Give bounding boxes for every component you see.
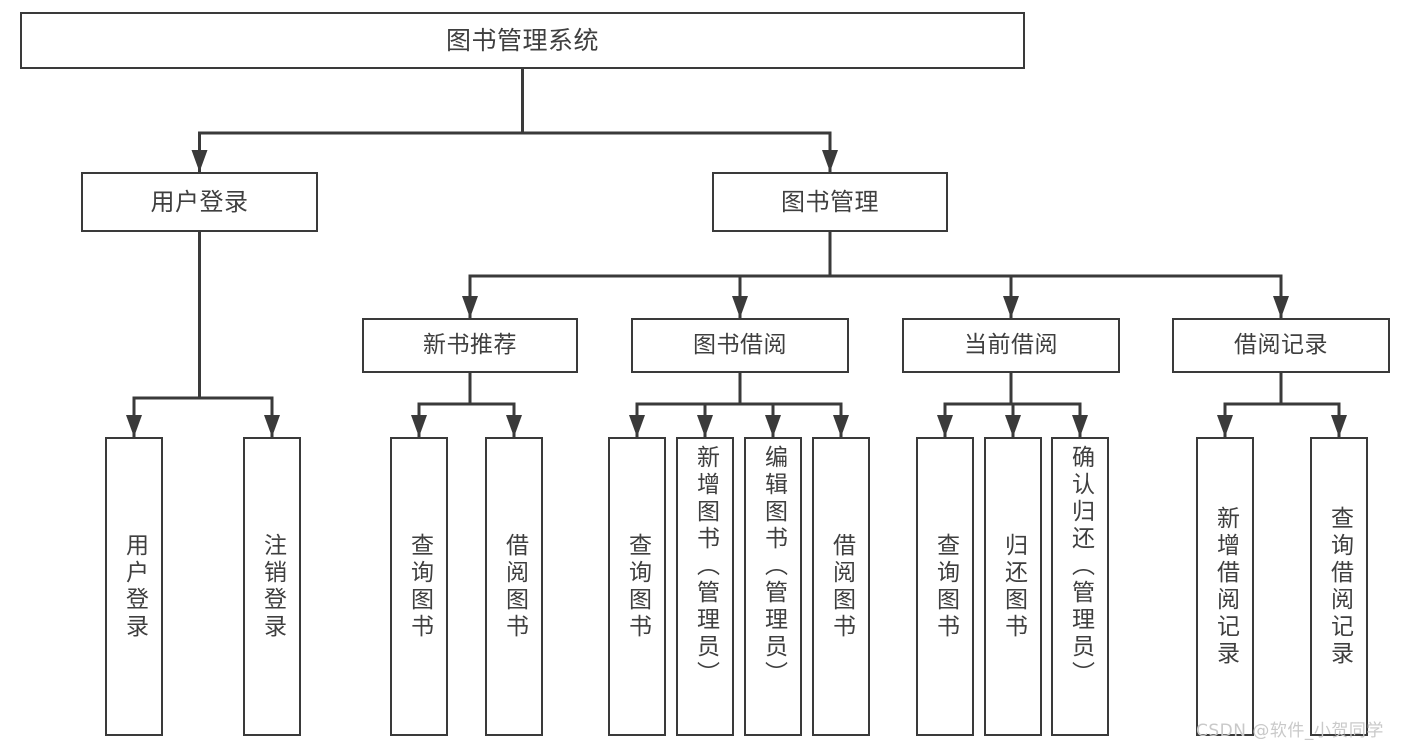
node-book-borrow[interactable]: 图书借阅 [631,318,849,373]
arrowhead-leaf-borrow-book-1 [506,415,522,437]
arrowhead-leaf-borrow-book-2 [833,415,849,437]
arrowhead-leaf-add-book [697,415,713,437]
node-label-leaf-logout: 注销登录 [259,532,286,641]
node-label-current-borrow: 当前借阅 [964,331,1058,358]
node-label-leaf-query-book-1: 查询图书 [406,532,433,641]
arrowhead-leaf-query-book-1 [411,415,427,437]
node-label-new-book-rec: 新书推荐 [423,331,517,358]
csdn-watermark: CSDN @软件_小贺同学 [1196,721,1384,741]
node-current-borrow[interactable]: 当前借阅 [902,318,1120,373]
node-label-borrow-record: 借阅记录 [1234,331,1328,358]
node-label-book-manage: 图书管理 [781,187,879,216]
node-leaf-add-record[interactable]: 新增借阅记录 [1196,437,1254,736]
arrowhead-leaf-logout [264,415,280,437]
arrowhead-new-book-rec [462,296,478,318]
node-label-leaf-user-login: 用户登录 [121,532,148,641]
arrowhead-leaf-confirm-return [1072,415,1088,437]
node-leaf-logout[interactable]: 注销登录 [243,437,301,736]
node-leaf-return-book[interactable]: 归还图书 [984,437,1042,736]
arrowhead-leaf-return-book [1005,415,1021,437]
node-leaf-confirm-return[interactable]: 确认归还（管理员） [1051,437,1109,736]
node-label-user-login: 用户登录 [150,187,249,216]
arrowhead-leaf-query-record [1331,415,1347,437]
node-label-leaf-borrow-book-2: 借阅图书 [828,532,855,641]
node-user-login[interactable]: 用户登录 [81,172,318,232]
node-leaf-query-book-1[interactable]: 查询图书 [390,437,448,736]
node-leaf-borrow-book-1[interactable]: 借阅图书 [485,437,543,736]
node-leaf-borrow-book-2[interactable]: 借阅图书 [812,437,870,736]
node-label-leaf-borrow-book-1: 借阅图书 [501,532,528,641]
arrowhead-leaf-query-book-3 [937,415,953,437]
node-label-leaf-add-record: 新增借阅记录 [1212,505,1239,668]
arrowhead-book-manage [822,150,838,172]
node-leaf-edit-book[interactable]: 编辑图书（管理员） [744,437,802,736]
arrowhead-borrow-record [1273,296,1289,318]
arrowhead-book-borrow [732,296,748,318]
arrowhead-user-login [191,150,208,172]
node-label-leaf-return-book: 归还图书 [1000,532,1027,641]
node-label-book-borrow: 图书借阅 [693,331,787,358]
node-leaf-query-book-3[interactable]: 查询图书 [916,437,974,736]
node-root[interactable]: 图书管理系统 [20,12,1025,69]
node-label-leaf-add-book: 新增图书（管理员） [692,445,719,688]
arrowhead-leaf-add-record [1217,415,1233,437]
node-label-leaf-confirm-return: 确认归还（管理员） [1067,445,1094,688]
node-label-leaf-edit-book: 编辑图书（管理员） [760,445,787,688]
arrowhead-leaf-query-book-2 [629,415,645,437]
arrowhead-leaf-edit-book [765,415,781,437]
node-leaf-query-book-2[interactable]: 查询图书 [608,437,666,736]
arrowhead-leaf-user-login [126,415,142,437]
node-book-manage[interactable]: 图书管理 [712,172,948,232]
node-leaf-query-record[interactable]: 查询借阅记录 [1310,437,1368,736]
node-label-leaf-query-book-2: 查询图书 [624,532,651,641]
arrowhead-current-borrow [1003,296,1019,318]
node-new-book-rec[interactable]: 新书推荐 [362,318,578,373]
node-label-root: 图书管理系统 [445,25,599,55]
node-label-leaf-query-book-3: 查询图书 [932,532,959,641]
node-label-leaf-query-record: 查询借阅记录 [1326,505,1353,668]
node-borrow-record[interactable]: 借阅记录 [1172,318,1390,373]
node-leaf-add-book[interactable]: 新增图书（管理员） [676,437,734,736]
node-leaf-user-login[interactable]: 用户登录 [105,437,163,736]
